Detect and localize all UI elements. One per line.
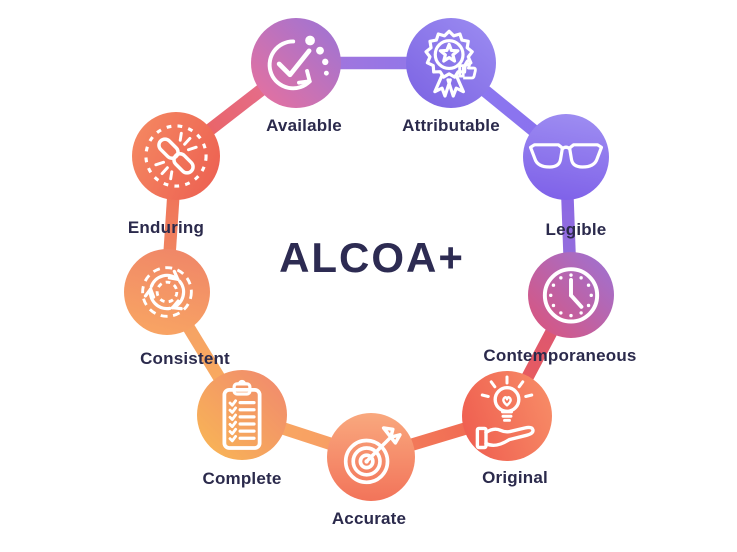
diagram-title: ALCOA+ bbox=[279, 234, 465, 281]
node-legible bbox=[523, 114, 609, 200]
node-accurate bbox=[327, 413, 415, 501]
contemporaneous-icon bbox=[542, 267, 600, 324]
enduring-icon bbox=[144, 124, 208, 188]
available-icon bbox=[267, 35, 329, 91]
node-complete bbox=[197, 370, 287, 460]
label-contemporaneous: Contemporaneous bbox=[483, 346, 637, 365]
label-enduring: Enduring bbox=[127, 218, 205, 237]
label-legible: Legible bbox=[545, 220, 607, 239]
label-accurate: Accurate bbox=[331, 509, 407, 528]
node-available bbox=[251, 18, 341, 108]
label-available: Available bbox=[266, 116, 342, 135]
complete-icon bbox=[222, 379, 262, 450]
legible-icon bbox=[528, 143, 604, 169]
node-contemporaneous bbox=[528, 252, 614, 338]
label-original: Original bbox=[482, 468, 548, 487]
label-attributable: Attributable bbox=[402, 116, 500, 135]
label-consistent: Consistent bbox=[140, 349, 230, 368]
node-consistent bbox=[124, 249, 210, 335]
consistent-icon bbox=[141, 266, 195, 318]
node-enduring bbox=[132, 112, 220, 200]
attributable-icon bbox=[424, 29, 477, 98]
node-original bbox=[462, 371, 552, 461]
node-attributable bbox=[406, 18, 496, 108]
label-complete: Complete bbox=[202, 469, 282, 488]
original-icon bbox=[475, 375, 535, 450]
accurate-icon bbox=[343, 426, 402, 485]
